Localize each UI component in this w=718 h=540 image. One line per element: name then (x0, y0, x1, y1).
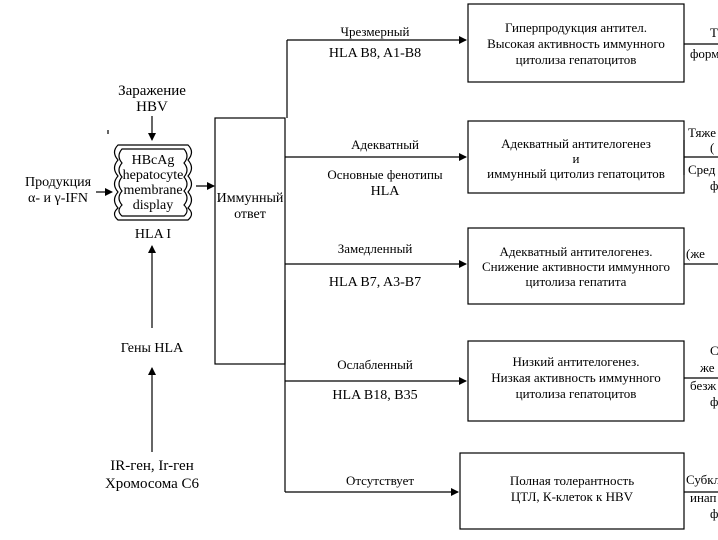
branch4-outcome-4: ф (710, 394, 718, 409)
branch4-outcome-1: С (710, 343, 718, 358)
branch1-outcome-1: Т (710, 25, 718, 40)
branch5-outcome-3: ф (710, 506, 718, 521)
hepatocyte-line1: HBcAg (132, 153, 175, 168)
branch2-outcome-1: Тяже (688, 125, 716, 140)
infection-label-line1: Заражение (118, 83, 186, 99)
immune-response-line1: Иммунный (217, 191, 284, 206)
branch4-outcome-2: же (699, 360, 715, 375)
hepatocyte-wavy-inner (118, 148, 188, 217)
hepatocyte-line3: membrane (123, 183, 182, 198)
production-label-line1: Продукция (25, 175, 92, 190)
branch3-hla: HLA B7, A3-B7 (329, 275, 421, 290)
branch4-box-line1: Низкий антителогенез. (513, 354, 640, 369)
branch3-box (467, 227, 685, 305)
branch3-box-line3: цитолиза гепатита (526, 274, 627, 289)
ir-genes-line1: IR-ген, Ir-ген (110, 458, 193, 474)
branch3-box-line1: Адекватный антителогенез. (499, 244, 652, 259)
branch4-outcome-3: безж (690, 378, 717, 393)
branch5-outcome-1: Субкл (686, 472, 718, 487)
branch2-label: Адекватный (351, 137, 419, 152)
branch1-box-line1: Гиперпродукция антител. (505, 20, 647, 35)
branch2-outcome-4: ф (710, 178, 718, 193)
branch2-box (467, 120, 685, 194)
branch4-label: Ослабленный (337, 357, 413, 372)
branch2-outcome-2: ( (710, 140, 714, 155)
hla-i-label: HLA I (135, 227, 172, 242)
infection-label-line2: HBV (136, 99, 168, 115)
branch2-box-line1: Адекватный антителогенез (501, 136, 651, 151)
branch2-hla-line2: HLA (371, 184, 401, 199)
branch5-box (459, 452, 685, 530)
branch5-label: Отсутствует (346, 473, 414, 488)
branch4-box-line3: цитолиза гепатоцитов (516, 386, 637, 401)
branch2-hla-line1: Основные фенотипы (327, 167, 443, 182)
hepatocyte-line2: hepatocyte (123, 168, 184, 183)
branch3-box-line2: Снижение активности иммунного (482, 259, 670, 274)
branch1-hla: HLA B8, A1-B8 (329, 46, 421, 61)
ir-genes-line2: Хромосома C6 (105, 476, 200, 492)
genes-hla-label: Гены HLA (121, 341, 184, 356)
branch2-box-line2: и (573, 151, 580, 166)
branch1-label: Чрезмерный (341, 24, 410, 39)
branch4-box (467, 340, 685, 422)
immune-response-line2: ответ (234, 207, 266, 222)
branch3-label: Замедленный (338, 241, 413, 256)
branch2-box-line3: иммунный цитолиз гепатоцитов (487, 166, 665, 181)
branch1-box (467, 3, 685, 83)
hepatocyte-line4: display (133, 198, 173, 213)
immune-response-box (214, 117, 286, 365)
production-label-line2: α- и γ-IFN (28, 191, 88, 206)
branch1-box-line3: цитолиза гепатоцитов (516, 52, 637, 67)
branch5-box-line2: ЦТЛ, К-клеток к HBV (511, 489, 634, 504)
branch1-box-line2: Высокая активность иммунного (487, 36, 665, 51)
branch5-box-line1: Полная толерантность (510, 473, 634, 488)
branch2-outcome-3: Сред (688, 162, 716, 177)
branch3-outcome-2: (же (686, 246, 705, 261)
branch5-outcome-2: инап (690, 490, 717, 505)
branch1-outcome-2: форм (690, 46, 718, 61)
hepatocyte-wavy-frame (113, 144, 193, 221)
branch4-hla: HLA B18, B35 (332, 388, 417, 403)
branch4-box-line2: Низкая активность иммунного (491, 370, 661, 385)
